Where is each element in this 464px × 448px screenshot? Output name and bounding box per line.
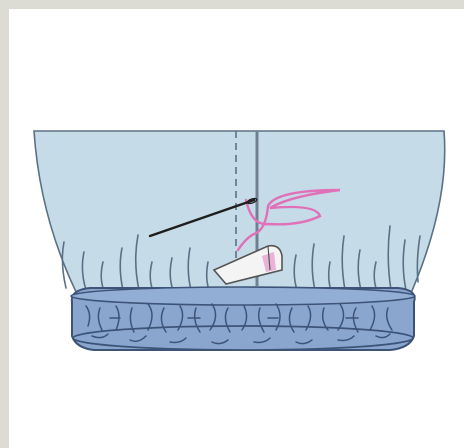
elastic-casing — [71, 287, 415, 350]
